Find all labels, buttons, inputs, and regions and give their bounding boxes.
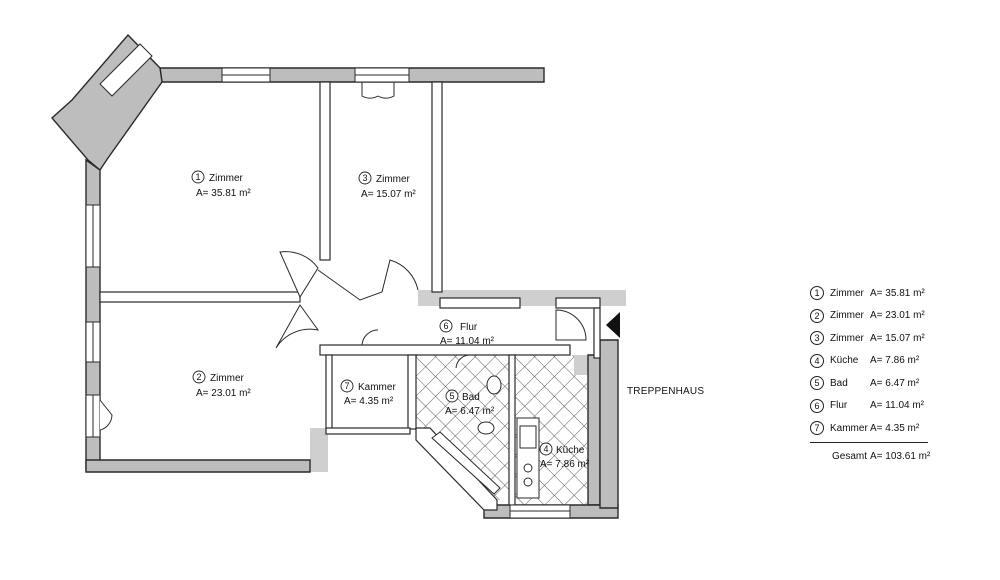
legend-room-area: A= 7.86 m² <box>870 355 920 367</box>
legend-room-area: A= 35.81 m² <box>870 287 925 299</box>
legend-room-name: Zimmer <box>830 332 864 344</box>
svg-text:Bad: Bad <box>462 392 480 403</box>
stair-arrow-icon <box>606 312 620 338</box>
legend-room-area: A= 6.47 m² <box>870 377 920 389</box>
room-label-1: 1 Zimmer A= 35.81 m² <box>191 170 251 199</box>
legend-row: 2 Zimmer A= 23.01 m² <box>810 305 960 328</box>
legend-total-label: Gesamt <box>832 451 868 462</box>
legend-row: 4 Küche A= 7.86 m² <box>810 350 960 373</box>
toilet-icon <box>477 421 495 435</box>
room-label-7: 7 Kammer A= 4.35 m² <box>340 379 396 407</box>
windows <box>85 43 571 519</box>
legend-number: 4 <box>810 353 824 368</box>
svg-text:7: 7 <box>344 381 349 391</box>
legend-room-name: Zimmer <box>830 310 864 322</box>
legend-room-name: Flur <box>830 400 848 412</box>
doors <box>99 82 587 431</box>
legend-number: 7 <box>810 421 824 436</box>
svg-text:Zimmer: Zimmer <box>210 373 245 384</box>
svg-text:A= 4.35 m²: A= 4.35 m² <box>344 396 394 407</box>
legend-row: 6 Flur A= 11.04 m² <box>810 395 960 418</box>
room-label-4: 4 Küche A= 7.86 m² <box>539 442 590 470</box>
legend-room-name: Zimmer <box>830 287 864 299</box>
legend-room-name: Küche <box>830 355 859 367</box>
svg-text:A= 7.86 m²: A= 7.86 m² <box>540 459 590 470</box>
legend-number: 6 <box>810 398 824 413</box>
svg-text:Flur: Flur <box>460 322 478 333</box>
svg-text:A= 35.81 m²: A= 35.81 m² <box>196 188 251 199</box>
area-legend: 1 Zimmer A= 35.81 m² 2 Zimmer A= 23.01 m… <box>810 282 960 465</box>
svg-text:A= 6.47 m²: A= 6.47 m² <box>445 406 495 417</box>
inner-walls <box>99 81 601 511</box>
legend-room-name: Bad <box>830 377 848 389</box>
legend-divider <box>810 441 928 443</box>
svg-text:Kammer: Kammer <box>358 382 396 393</box>
legend-room-name: Kammer <box>830 422 868 434</box>
legend-number: 3 <box>810 331 824 346</box>
legend-number: 1 <box>810 286 824 301</box>
svg-text:A= 15.07 m²: A= 15.07 m² <box>361 189 416 200</box>
legend-row: 1 Zimmer A= 35.81 m² <box>810 282 960 305</box>
legend-number: 2 <box>810 308 824 323</box>
bathtub-icon <box>431 431 501 495</box>
svg-text:Küche: Küche <box>556 445 585 456</box>
room-label-3: 3 Zimmer A= 15.07 m² <box>358 171 416 200</box>
svg-text:1: 1 <box>195 172 200 182</box>
legend-row: 7 Kammer A= 4.35 m² <box>810 417 960 440</box>
room-label-6: 6 Flur A= 11.04 m² <box>439 319 495 347</box>
svg-text:3: 3 <box>362 173 367 183</box>
legend-number: 5 <box>810 376 824 391</box>
legend-room-area: A= 23.01 m² <box>870 310 925 322</box>
svg-text:2: 2 <box>196 372 201 382</box>
svg-text:Zimmer: Zimmer <box>376 174 411 185</box>
svg-text:5: 5 <box>449 391 454 401</box>
legend-total-area: A= 103.61 m² <box>870 451 931 462</box>
legend-room-area: A= 11.04 m² <box>870 400 925 412</box>
svg-text:A= 11.04 m²: A= 11.04 m² <box>440 336 495 347</box>
legend-row: 3 Zimmer A= 15.07 m² <box>810 327 960 350</box>
svg-text:4: 4 <box>543 444 548 454</box>
legend-total-row: Gesamt A= 103.61 m² <box>810 449 960 465</box>
room-label-2: 2 Zimmer A= 23.01 m² <box>192 370 251 399</box>
svg-text:A= 23.01 m²: A= 23.01 m² <box>196 388 251 399</box>
legend-row: 5 Bad A= 6.47 m² <box>810 372 960 395</box>
svg-text:6: 6 <box>443 321 448 331</box>
fixtures <box>431 375 540 499</box>
sink-icon <box>486 375 502 395</box>
legend-room-area: A= 15.07 m² <box>870 332 925 344</box>
stairwell-label: TREPPENHAUS <box>627 386 705 397</box>
room-label-5: 5 Bad A= 6.47 m² <box>445 389 495 417</box>
legend-room-area: A= 4.35 m² <box>870 422 920 434</box>
svg-text:Zimmer: Zimmer <box>209 173 244 184</box>
